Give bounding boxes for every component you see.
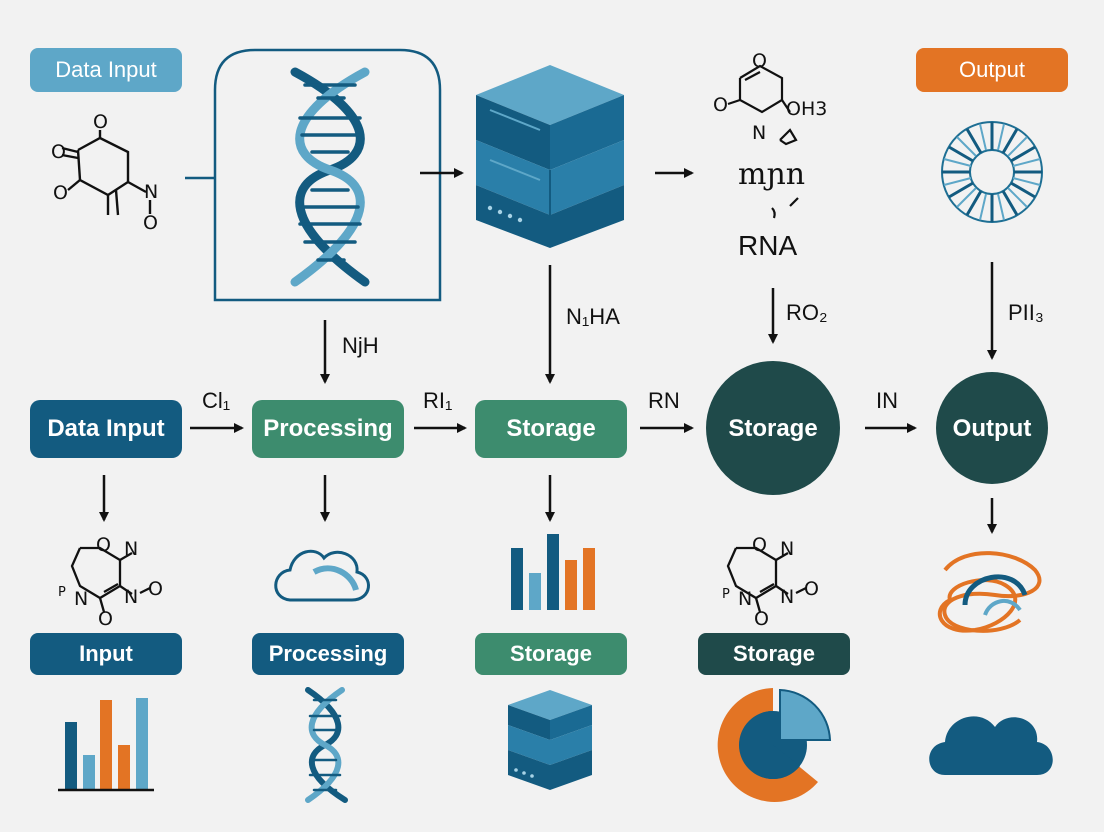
edge-label-ring-output: PII₃ xyxy=(1008,300,1044,325)
dna-helix-icon-small xyxy=(305,687,348,803)
processing-node: Processing xyxy=(252,400,404,458)
atom-label: N xyxy=(124,586,139,608)
oh3-label: OH3 xyxy=(786,98,828,120)
storage-label-bottom-1: Storage xyxy=(510,641,592,666)
output-pill-top: Output xyxy=(916,48,1068,92)
data-input-node: Data Input xyxy=(30,400,182,458)
cloud-icon xyxy=(274,549,370,602)
input-label-bottom: Input xyxy=(79,641,133,666)
storage-pill-bottom-2: Storage xyxy=(698,633,850,675)
atom-label: P xyxy=(58,585,66,600)
output-circle-label: Output xyxy=(952,415,1032,442)
storage-circle-node xyxy=(706,361,840,495)
atom-label: N xyxy=(144,181,159,203)
atom-label: O xyxy=(713,94,728,116)
atom-label: O xyxy=(752,50,767,72)
rna-label: RNA xyxy=(738,230,798,261)
output-circle-node xyxy=(936,372,1048,484)
atom-label: N xyxy=(738,588,753,610)
atom-label: O xyxy=(148,578,163,600)
storage-pill-bottom-1: Storage xyxy=(475,633,627,675)
atom-label: N xyxy=(124,538,139,560)
storage-label-bottom-2: Storage xyxy=(733,641,815,666)
edge-label-dna-processing: NjH xyxy=(342,333,379,358)
storage-circle-label: Storage xyxy=(728,415,818,442)
atom-label: P xyxy=(722,587,730,602)
edge-label-rna-storage: RO₂ xyxy=(786,300,828,325)
data-input-node-label: Data Input xyxy=(47,415,165,442)
atom-label: N xyxy=(780,586,795,608)
output-circle-label-box: Output xyxy=(936,410,1048,448)
atom-label: O xyxy=(143,212,158,234)
dna-frame xyxy=(213,48,442,302)
edge-label-input-processing: Cl₁ xyxy=(202,388,231,413)
tangle-icon xyxy=(937,551,1042,633)
bar-chart-icon xyxy=(511,534,595,610)
bar-chart-icon-2 xyxy=(58,698,154,792)
storage-node-label: Storage xyxy=(506,415,596,442)
edge-label-storage-storage: RN xyxy=(648,388,680,413)
atom-label: O xyxy=(53,182,68,204)
edge-label-server-storage: N₁HA xyxy=(566,304,620,329)
input-pill-bottom: Input xyxy=(30,633,182,675)
atom-label: N xyxy=(752,122,767,144)
edge-label-processing-storage: RI₁ xyxy=(423,388,453,413)
server-stack-icon xyxy=(476,65,624,248)
atom-label: O xyxy=(804,578,819,600)
edge-label-storage-output: IN xyxy=(876,388,898,413)
processing-node-label: Processing xyxy=(263,415,393,442)
atom-label: O xyxy=(752,534,767,556)
atom-label: O xyxy=(98,608,113,630)
ring-structure-icon xyxy=(941,121,1043,223)
data-input-label-top: Data Input xyxy=(55,57,157,82)
processing-label-bottom: Processing xyxy=(268,641,388,666)
atom-label: O xyxy=(93,111,108,133)
atom-label: N xyxy=(74,588,89,610)
molecule-icon-bottom-1 xyxy=(70,546,151,613)
atom-label: O xyxy=(51,141,66,163)
molecule-icon-bottom-4 xyxy=(726,546,807,613)
output-label-top: Output xyxy=(958,57,1026,82)
atom-label: N xyxy=(780,538,795,560)
processing-pill-bottom: Processing xyxy=(252,633,404,675)
storage-node: Storage xyxy=(475,400,627,458)
rna-squiggle-text: mɲn xyxy=(738,157,806,192)
dna-helix-icon xyxy=(290,67,370,287)
atom-label: O xyxy=(96,534,111,556)
data-input-pill-top: Data Input xyxy=(30,48,182,92)
molecule-icon xyxy=(61,130,152,216)
storage-circle-label-box: Storage xyxy=(706,410,840,448)
atom-label: O xyxy=(754,608,769,630)
server-stack-icon-small xyxy=(508,690,592,790)
pie-chart-icon xyxy=(717,688,832,802)
rna-molecule-icon xyxy=(727,64,799,219)
cloud-filled-icon xyxy=(929,716,1053,775)
